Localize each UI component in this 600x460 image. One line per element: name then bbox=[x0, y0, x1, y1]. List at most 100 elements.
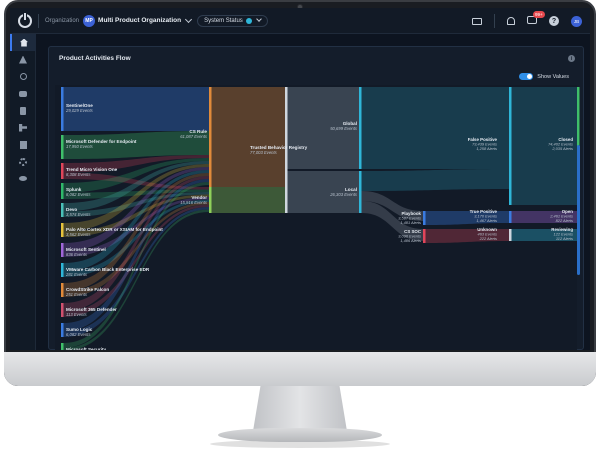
monitor-icon[interactable] bbox=[472, 18, 482, 25]
sankey-flow bbox=[361, 191, 423, 221]
show-values-control: Show Values bbox=[519, 73, 569, 80]
divider bbox=[38, 13, 39, 28]
stage1-label: Vendor bbox=[191, 195, 207, 200]
sankey-flow bbox=[63, 192, 209, 217]
show-values-label: Show Values bbox=[537, 73, 569, 80]
sankey-flow bbox=[425, 211, 509, 225]
chevron-down-icon[interactable] bbox=[185, 15, 193, 23]
divider bbox=[494, 14, 495, 28]
source-value: 251 Events bbox=[65, 292, 88, 297]
sankey-flow bbox=[63, 182, 209, 348]
sankey-stage1-node bbox=[209, 187, 212, 213]
sankey-source-node bbox=[61, 87, 64, 131]
book-icon bbox=[19, 140, 27, 149]
messages-button[interactable]: 99+ bbox=[527, 11, 545, 26]
source-value: 8,308 Events bbox=[66, 172, 91, 177]
sankey-source-node bbox=[61, 303, 64, 317]
source-label: Microsoft Security bbox=[66, 347, 107, 350]
sidebar-item-settings[interactable] bbox=[10, 153, 36, 170]
source-label: Microsoft Sentinel bbox=[66, 247, 106, 252]
stage5-value: 74,402 Events bbox=[548, 142, 573, 147]
eye-icon bbox=[19, 176, 27, 181]
source-label: Splunk bbox=[66, 187, 82, 192]
sankey-flow bbox=[211, 87, 285, 187]
sankey-source-node bbox=[61, 135, 64, 159]
sidebar-item-library[interactable] bbox=[10, 136, 36, 153]
sidebar-item-search[interactable] bbox=[10, 68, 36, 85]
sankey-stage1-node bbox=[209, 87, 212, 187]
sankey-flow bbox=[63, 207, 209, 337]
monitor-stand-neck bbox=[253, 386, 347, 430]
source-value: 29,029 Events bbox=[65, 108, 94, 113]
source-value: 3,562 Events bbox=[66, 232, 91, 237]
org-selector[interactable]: Multi Product Organization bbox=[98, 17, 182, 24]
sankey-source-node bbox=[61, 283, 64, 297]
sankey-flow bbox=[63, 209, 209, 350]
stage5-label: Reviewing bbox=[551, 227, 573, 232]
sidebar-item-visibility[interactable] bbox=[10, 170, 36, 187]
system-status-button[interactable]: System Status bbox=[197, 14, 268, 27]
sankey-flow bbox=[63, 161, 209, 212]
sankey-stage4-node bbox=[509, 229, 512, 241]
vertical-scrollbar[interactable] bbox=[577, 145, 580, 275]
sankey-source-node bbox=[61, 183, 64, 199]
source-value: 113 Events bbox=[66, 312, 88, 317]
sidebar-item-workflows[interactable] bbox=[10, 119, 36, 136]
sankey-background bbox=[55, 85, 577, 350]
stage3-value: 50,699 Events bbox=[330, 126, 358, 131]
stage3-value: 26,303 Events bbox=[329, 192, 358, 197]
sidebar-item-reports[interactable] bbox=[10, 102, 36, 119]
sidebar-item-groups[interactable] bbox=[10, 85, 36, 102]
sankey-source-node bbox=[61, 243, 64, 257]
workflow-icon bbox=[19, 123, 27, 132]
sankey-flow bbox=[63, 204, 209, 317]
source-label: SentinelOne bbox=[66, 103, 93, 108]
top-bar: Organization MP Multi Product Organizati… bbox=[10, 8, 590, 34]
org-avatar: MP bbox=[83, 14, 96, 27]
gear-icon bbox=[19, 157, 27, 166]
help-icon[interactable]: ? bbox=[549, 16, 559, 26]
monitor-chin bbox=[4, 352, 596, 386]
show-values-toggle[interactable] bbox=[519, 73, 534, 80]
stage5-label: Open bbox=[562, 209, 574, 214]
sankey-flow bbox=[63, 189, 209, 199]
stage5-value: 112 Alerts bbox=[556, 236, 573, 241]
sidebar-item-alerts[interactable] bbox=[10, 51, 36, 68]
stage3-label: Playbook bbox=[401, 211, 421, 216]
source-value: 281 Events bbox=[65, 272, 88, 277]
stage3-value: 3,096 Events bbox=[398, 234, 421, 239]
sankey-flow bbox=[63, 167, 209, 252]
source-label: Microsoft 365 Defender bbox=[66, 307, 117, 312]
bell-icon[interactable] bbox=[507, 17, 515, 25]
sidebar-item-home[interactable] bbox=[10, 34, 36, 51]
search-icon bbox=[19, 73, 27, 80]
chevron-down-icon bbox=[255, 16, 262, 22]
sankey-source-node bbox=[61, 343, 64, 350]
stage3-value: 3,587 Events bbox=[398, 216, 421, 221]
power-logo-icon[interactable] bbox=[18, 11, 32, 28]
stage5-value: 122 Events bbox=[554, 232, 574, 237]
sankey-flow bbox=[63, 173, 209, 292]
product-activities-panel: Product Activities Flow i Show Values Se… bbox=[48, 46, 584, 350]
sankey-stage3-node bbox=[359, 171, 362, 213]
sankey-flow bbox=[63, 172, 209, 190]
status-indicator-icon bbox=[245, 17, 252, 24]
sankey-flow bbox=[63, 158, 209, 193]
info-icon[interactable]: i bbox=[568, 55, 575, 62]
sankey-flow bbox=[63, 170, 209, 272]
source-label: VMware Carbon Black Enterprise EDR bbox=[66, 267, 150, 272]
source-value: 8,082 Events bbox=[66, 192, 91, 197]
stage3-value: 1,486 Alerts bbox=[400, 238, 421, 243]
source-label: Microsoft Defender for Endpoint bbox=[66, 139, 137, 144]
sankey-stage3-node bbox=[359, 87, 362, 169]
sankey-flow bbox=[361, 169, 509, 191]
sankey-flow bbox=[63, 164, 209, 232]
user-avatar[interactable]: JB bbox=[571, 15, 582, 27]
sankey-stage4-node bbox=[509, 87, 512, 205]
sankey-flow bbox=[63, 202, 209, 297]
stage4-value: 73,439 Events bbox=[472, 142, 497, 147]
stage5-value: 2,461 Events bbox=[549, 214, 573, 219]
stage4-label: Unknown bbox=[477, 227, 497, 232]
stage1-label: CS Rule bbox=[189, 129, 207, 134]
sankey-flow bbox=[511, 87, 577, 205]
